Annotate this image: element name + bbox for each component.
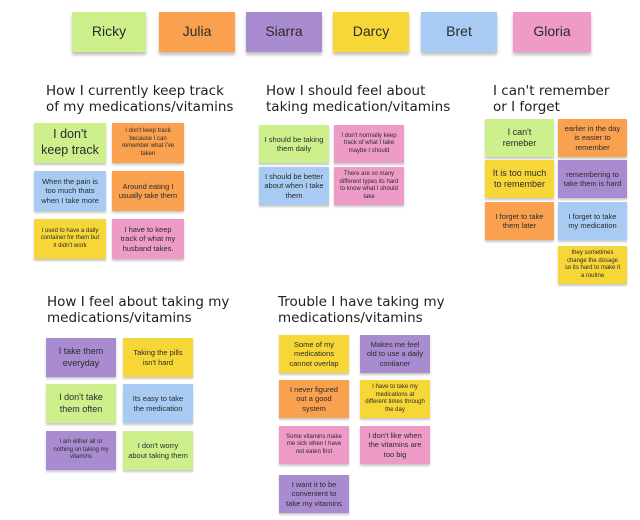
- sticky-note[interactable]: I should be better about when I take the…: [259, 167, 329, 205]
- sticky-note[interactable]: Makes me feel old to use a daily contian…: [360, 335, 430, 373]
- sticky-note[interactable]: I forget to take them later: [485, 202, 554, 240]
- sticky-note[interactable]: I forget to take my medication: [558, 202, 627, 240]
- sticky-note[interactable]: There are so many different types its ha…: [334, 167, 404, 205]
- sticky-note[interactable]: I have to keep track of what my husband …: [112, 219, 184, 259]
- group-heading-forget: I can't remember or I forget: [493, 83, 609, 115]
- participant-note-ricky[interactable]: Ricky: [72, 12, 146, 52]
- heading-line: I can't remember: [493, 83, 610, 99]
- sticky-note[interactable]: I don't like when the vitamins are too b…: [360, 426, 430, 464]
- sticky-note[interactable]: I don't normally keep track of what I ta…: [334, 125, 404, 163]
- sticky-note[interactable]: I take them everyday: [46, 338, 116, 377]
- sticky-note[interactable]: Its easy to take the medication: [123, 384, 193, 423]
- sticky-note[interactable]: I should be taking them daily: [259, 125, 329, 163]
- sticky-note[interactable]: I don't keep track: [34, 123, 106, 163]
- sticky-note[interactable]: I have to take my medications at differe…: [360, 380, 430, 418]
- sticky-note[interactable]: remembering to take them is hard: [558, 160, 627, 198]
- heading-line: taking medication/vitamins: [266, 99, 451, 115]
- sticky-note[interactable]: I never figured out a good system: [279, 380, 349, 418]
- heading-line: medications/vitamins: [47, 310, 192, 326]
- heading-line: or I forget: [493, 99, 560, 115]
- sticky-note[interactable]: I don't worry about taking them: [123, 431, 193, 470]
- sticky-note[interactable]: I don't take them often: [46, 384, 116, 423]
- sticky-note[interactable]: Around eating I usually take them: [112, 171, 184, 211]
- heading-line: How I feel about taking my: [47, 294, 230, 310]
- sticky-note[interactable]: Some of my medications cannot overlap: [279, 335, 349, 373]
- participant-note-julia[interactable]: Julia: [159, 12, 235, 52]
- sticky-note[interactable]: I can't remeber: [485, 119, 554, 157]
- sticky-note[interactable]: It is too much to remember: [485, 160, 554, 198]
- sticky-note[interactable]: Some vitamins make me sick when I have n…: [279, 426, 349, 464]
- participant-note-darcy[interactable]: Darcy: [333, 12, 409, 52]
- sticky-note[interactable]: I am either all or nothing on taking my …: [46, 431, 116, 470]
- participant-note-gloria[interactable]: Gloria: [513, 12, 591, 52]
- sticky-note[interactable]: I don't keep track because I can remembe…: [112, 123, 184, 163]
- group-heading-should-feel: How I should feel about taking medicatio…: [266, 83, 450, 115]
- group-heading-feel: How I feel about taking my medications/v…: [47, 294, 229, 326]
- heading-line: Trouble I have taking my: [278, 294, 445, 310]
- group-heading-track: How I currently keep track of my medicat…: [46, 83, 233, 115]
- heading-line: of my medications/vitamins: [46, 99, 234, 115]
- sticky-note[interactable]: Taking the pills isn't hard: [123, 338, 193, 377]
- participant-note-siarra[interactable]: Siarra: [246, 12, 322, 52]
- sticky-note[interactable]: they sometimes change the dosage so its …: [558, 246, 627, 284]
- heading-line: medications/vitamins: [278, 310, 423, 326]
- sticky-note[interactable]: I used to have a daily container for the…: [34, 219, 106, 259]
- participant-note-bret[interactable]: Bret: [421, 12, 497, 52]
- heading-line: How I currently keep track: [46, 83, 224, 99]
- sticky-note[interactable]: I want it to be convenient to take my vi…: [279, 475, 349, 513]
- heading-line: How I should feel about: [266, 83, 426, 99]
- sticky-note[interactable]: When the pain is too much thats when I t…: [34, 171, 106, 211]
- group-heading-trouble: Trouble I have taking my medications/vit…: [278, 294, 445, 326]
- sticky-note[interactable]: earlier in the day is easier to remember: [558, 119, 627, 157]
